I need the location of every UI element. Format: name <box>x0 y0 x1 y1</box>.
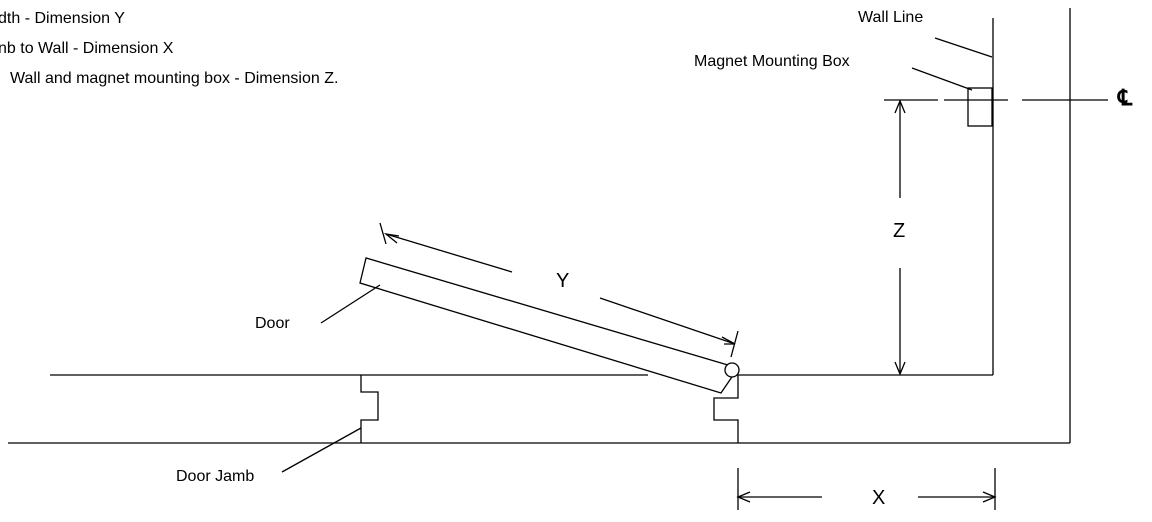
dim-y-ext-left <box>379 222 387 245</box>
hinge-icon <box>724 362 740 378</box>
dim-y-arrow-left <box>383 232 400 244</box>
dim-z-arrow-top <box>894 99 906 114</box>
door-jamb-label: Door Jamb <box>176 468 255 485</box>
dimension-x-label: X <box>872 487 886 509</box>
leader-wall-line <box>934 37 993 58</box>
magnet-mounting-box-label: Magnet Mounting Box <box>694 53 850 70</box>
legend-line-y: dth - Dimension Y <box>0 10 125 27</box>
dim-x-arrow-left <box>736 491 751 503</box>
dim-x-arrow-right <box>982 491 997 503</box>
door-jamb-right <box>713 375 739 443</box>
leader-magnet-box <box>911 67 973 91</box>
leader-door-jamb <box>281 427 362 473</box>
dim-y-arrow-right <box>721 336 736 345</box>
legend-line-z: Wall and magnet mounting box - Dimension… <box>10 70 339 87</box>
dim-y-line-left <box>385 233 513 273</box>
legend-line-x: nb to Wall - Dimension X <box>0 40 174 57</box>
magnet-mounting-box <box>967 87 993 127</box>
dim-y-line-right <box>599 297 736 345</box>
centerline-symbol: ℄ <box>1118 85 1133 110</box>
door-label: Door <box>255 315 290 332</box>
wall-line-label: Wall Line <box>858 9 924 26</box>
dimension-y-label: Y <box>556 270 570 292</box>
leader-door <box>320 284 381 324</box>
dim-z-arrow-bottom <box>894 361 906 376</box>
dimension-z-label: Z <box>893 220 906 242</box>
door-panel <box>359 257 740 394</box>
door-jamb-left <box>360 375 379 443</box>
